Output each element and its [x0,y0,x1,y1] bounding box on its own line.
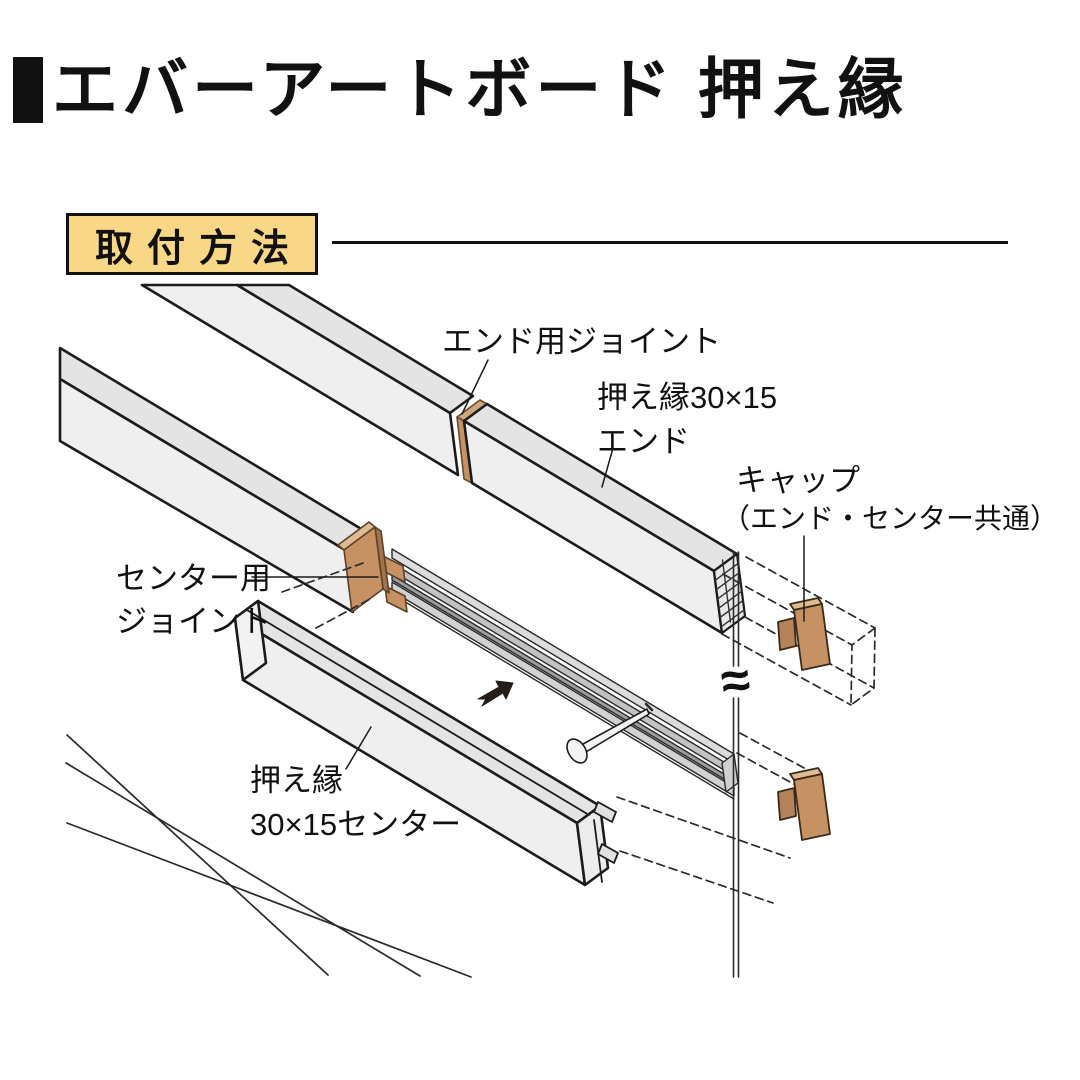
center-left-bar [58,346,370,614]
label-center-joint-line1: センター用 [116,561,271,596]
end-bar-left-piece [140,283,475,477]
center-batten [233,599,610,887]
channel-hook-lip [597,843,619,864]
lower-cap [777,767,831,841]
dash-line [745,556,876,629]
board-edge-line [66,734,329,976]
label-cap-line1: キャップ [736,463,860,498]
board-edge-line [66,822,472,978]
hatch-line [721,559,732,623]
center-joint-face [343,526,384,613]
label-cap-line2: （エンド・センター共通） [722,503,1058,534]
center-joint [337,521,408,613]
upper-cap [777,597,831,671]
channel-inner-wall [593,819,603,883]
section-label-box: 取付方法 [66,213,318,275]
bar-front-face [140,283,460,477]
rail-screw-hole [644,702,654,712]
end-face-profile-hatch [714,559,745,628]
section-header: 取付方法 [0,205,1080,285]
label-center-bar-line2: 30×15センター [250,807,461,842]
dash-line [739,732,816,775]
batten-channel-detail [593,801,619,883]
dash-end-outline [850,627,876,706]
hatch-line [715,571,741,591]
title-bullet-square-icon [13,57,43,123]
label-end-bar-line2: エンド [597,424,690,459]
leader-end-bar [601,447,614,488]
screw-head [566,738,588,764]
section-rule [332,241,1008,244]
label-end-joint: エンド用ジョイント [442,324,721,359]
hatch-line [716,581,742,600]
cap-face [793,773,831,841]
label-end-bar-line1: 押え縁30×15 [597,380,777,415]
leader-center-bar [345,726,372,770]
hatch-line [714,562,739,581]
board-edge-line [65,762,421,977]
channel-hook-lip [593,801,617,823]
dash-line [722,573,853,646]
break-symbol-icon: ≈ [717,650,753,711]
board-edge-lines [65,734,472,978]
dash-line [616,796,791,859]
leader-lines [251,359,805,770]
page-title: エバーアートボード 押え縁 [52,52,908,126]
leader-end-joint [461,359,489,415]
batten-top-groove [246,609,590,816]
screw-icon [566,708,650,764]
center-joint-tab [384,585,408,613]
rail-bottom-edge [391,593,735,800]
batten-front-face [233,616,587,887]
dash-line [721,633,852,706]
cap-face [793,603,831,671]
insert-arrow-icon [477,680,514,707]
end-bar-right-piece [462,402,747,635]
label-center-bar-line1: 押え縁 [250,763,343,798]
label-center-joint-line2: ジョイント [116,604,271,639]
cap-tab [777,617,797,651]
cap-tab [777,787,797,821]
base-rail [391,548,739,800]
batten-left-end-face [233,599,268,682]
dash-line [315,597,373,629]
dash-line [619,850,774,904]
page-header: エバーアートボード 押え縁 [0,0,1080,150]
